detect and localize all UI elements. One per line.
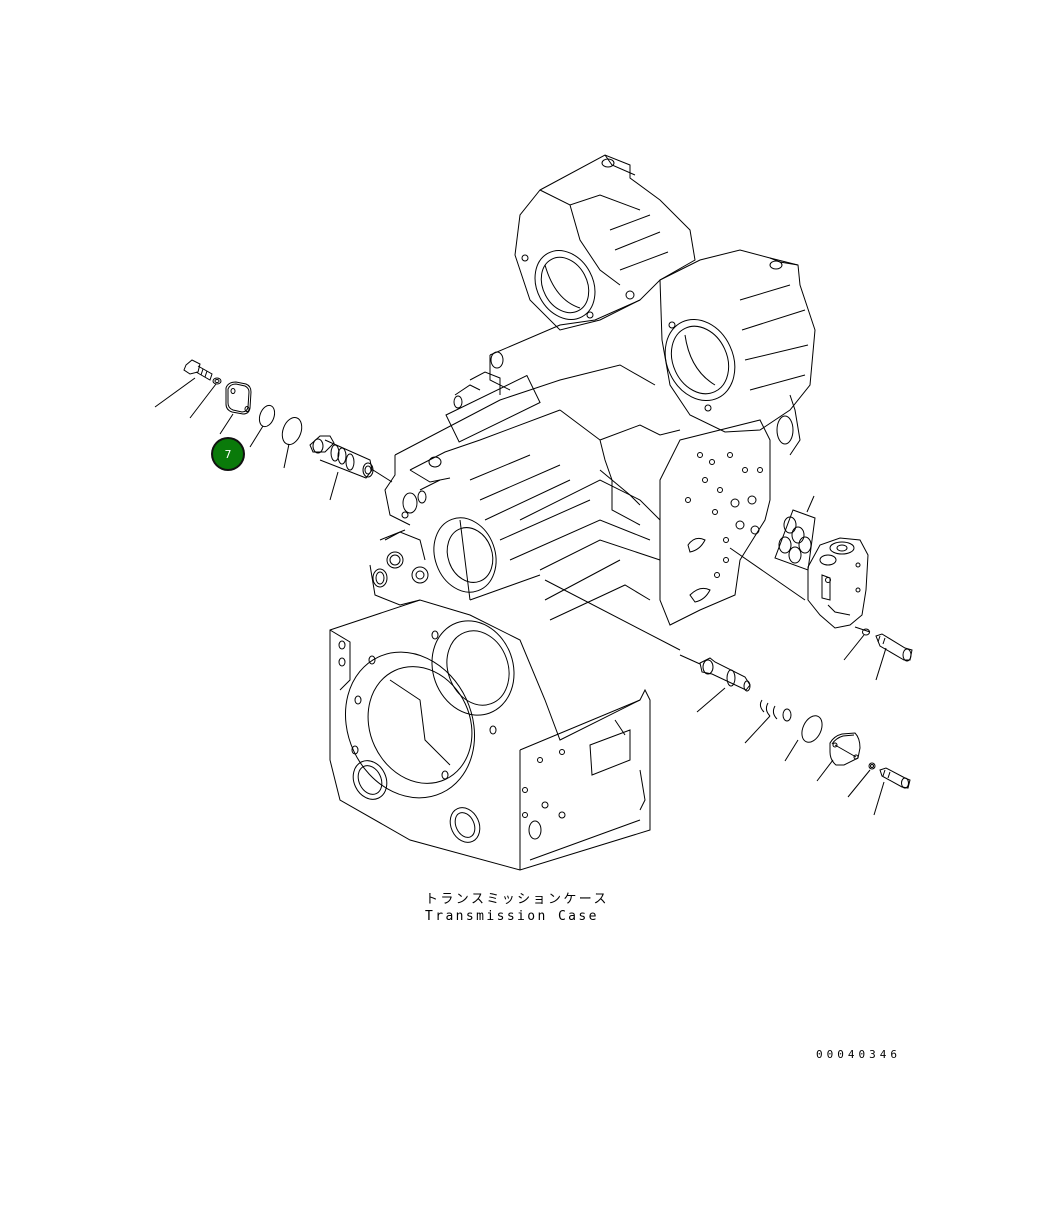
lower-front-housing <box>322 600 650 870</box>
upper-rear-housing <box>515 155 695 330</box>
main-middle-body <box>385 300 680 620</box>
diagram-caption: トランスミッションケース Transmission Case <box>425 891 609 925</box>
callout-border: 7 <box>211 437 245 471</box>
leader-line <box>545 580 680 650</box>
callout-badge: 7 <box>213 439 243 469</box>
left-side-bosses <box>370 509 506 605</box>
upper-right-housing <box>626 250 815 455</box>
callout-label: 7 <box>224 447 232 461</box>
callout-7[interactable]: 7 <box>208 434 248 474</box>
valve-mounting-plate <box>660 420 770 625</box>
caption-english: Transmission Case <box>425 909 599 924</box>
left-exploded-parts <box>155 360 392 500</box>
drawing-number: 00040346 <box>816 1048 901 1061</box>
lower-right-exploded-parts <box>680 655 910 815</box>
caption-japanese: トランスミッションケース <box>425 892 609 907</box>
right-exploded-parts <box>730 496 912 680</box>
